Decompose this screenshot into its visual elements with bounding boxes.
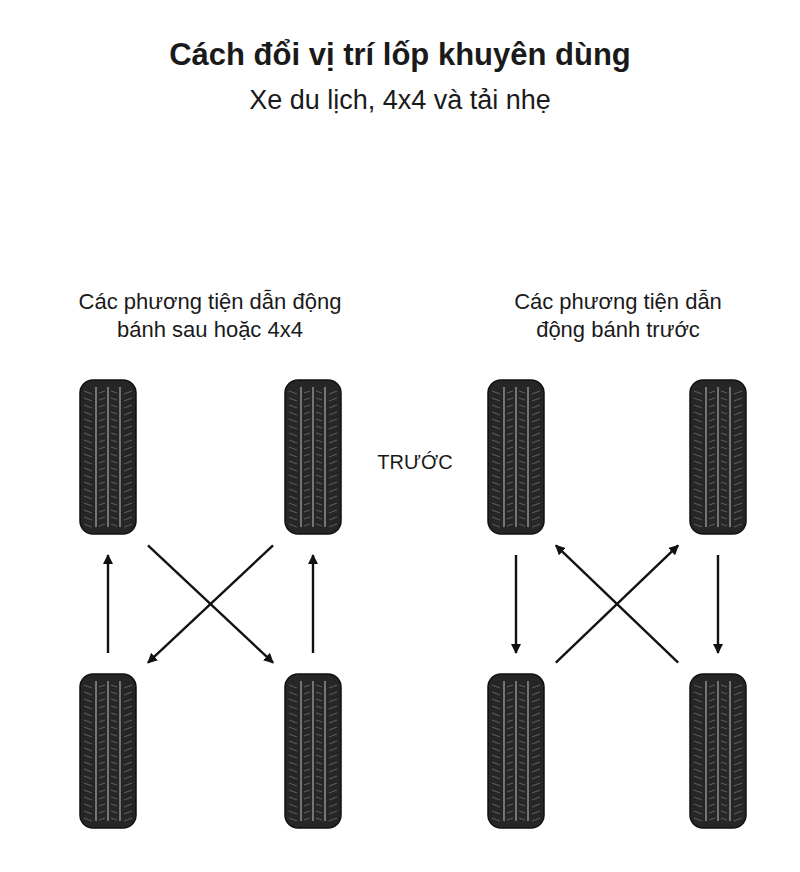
tread-groove xyxy=(729,681,731,821)
tread-groove xyxy=(717,387,719,527)
tire xyxy=(689,673,747,829)
tread-pattern xyxy=(84,391,132,527)
title: Cách đổi vị trí lốp khuyên dùng xyxy=(0,36,800,75)
tread-pattern xyxy=(289,391,337,527)
tread-pattern xyxy=(694,391,742,527)
tread-groove xyxy=(705,681,707,821)
tread-groove xyxy=(95,681,97,821)
rotation-arrow xyxy=(312,555,314,653)
tread-groove xyxy=(515,681,517,821)
group-heading: Các phương tiện dẫn động bánh trước xyxy=(505,288,731,343)
tread-groove xyxy=(312,387,314,527)
tire-graphic xyxy=(79,673,137,829)
rotation-arrow xyxy=(148,545,273,662)
tread-pattern xyxy=(492,685,540,821)
tire-graphic xyxy=(689,673,747,829)
tire-body xyxy=(488,380,544,534)
tread-groove xyxy=(312,681,314,821)
tire-graphic xyxy=(284,673,342,829)
tread-groove xyxy=(527,387,529,527)
tread-groove xyxy=(107,387,109,527)
rotation-arrow xyxy=(556,545,678,662)
tread-groove xyxy=(95,387,97,527)
tire-graphic xyxy=(79,379,137,535)
tire xyxy=(284,673,342,829)
tire-body xyxy=(285,674,341,828)
tire xyxy=(79,673,137,829)
tire-graphic xyxy=(487,673,545,829)
tire-graphic xyxy=(689,379,747,535)
tread-groove xyxy=(527,681,529,821)
tread-pattern xyxy=(84,685,132,821)
tire xyxy=(284,379,342,535)
tire xyxy=(487,379,545,535)
tread-groove xyxy=(300,387,302,527)
tread-groove xyxy=(503,387,505,527)
tread-groove xyxy=(119,681,121,821)
tread-groove xyxy=(107,681,109,821)
tire-body xyxy=(285,380,341,534)
tread-groove xyxy=(119,387,121,527)
rotation-arrow xyxy=(717,555,719,653)
rotation-arrow xyxy=(107,555,109,653)
rotation-arrow xyxy=(556,545,678,662)
tread-pattern xyxy=(492,391,540,527)
tire-body xyxy=(80,674,136,828)
tread-groove xyxy=(324,681,326,821)
rotation-arrow xyxy=(515,555,517,653)
tread-groove xyxy=(324,387,326,527)
tire-body xyxy=(488,674,544,828)
group-heading: Các phương tiện dẫn động bánh sau hoặc 4… xyxy=(55,288,365,343)
tread-groove xyxy=(515,387,517,527)
tire xyxy=(689,379,747,535)
tread-groove xyxy=(300,681,302,821)
tread-groove xyxy=(717,681,719,821)
tire-graphic xyxy=(487,379,545,535)
rotation-arrow xyxy=(148,545,273,662)
tire-graphic xyxy=(284,379,342,535)
tread-pattern xyxy=(289,685,337,821)
tire-body xyxy=(690,380,746,534)
tread-groove xyxy=(729,387,731,527)
tire-body xyxy=(80,380,136,534)
tread-groove xyxy=(705,387,707,527)
tire xyxy=(79,379,137,535)
tire-body xyxy=(690,674,746,828)
subtitle: Xe du lịch, 4x4 và tải nhẹ xyxy=(0,84,800,118)
tire xyxy=(487,673,545,829)
direction-label: TRƯỚC xyxy=(355,450,475,475)
tread-pattern xyxy=(694,685,742,821)
tread-groove xyxy=(503,681,505,821)
